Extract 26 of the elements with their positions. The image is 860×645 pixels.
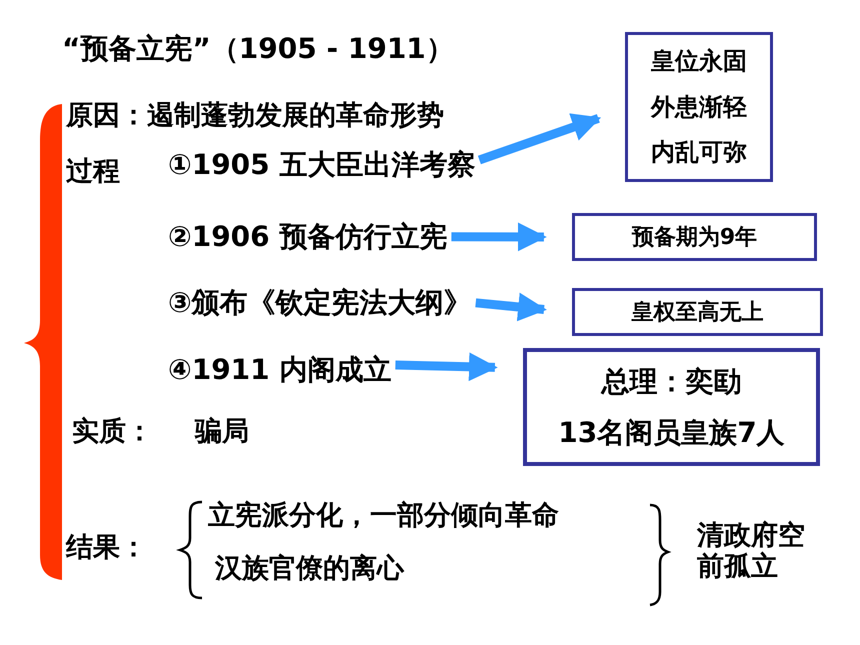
result-text: 立宪派分化，一部分倾向革命 [208, 500, 559, 532]
step-text: ③颁布《钦定宪法大纲》 [168, 286, 472, 320]
box-text: 13名阁员皇族7人 [558, 416, 785, 450]
text-box [625, 32, 773, 182]
essence-label: 实质： [72, 416, 153, 448]
conclusion-text: 清政府空前孤立 [697, 520, 806, 582]
step-text: ④1911 内阁成立 [168, 353, 392, 387]
arrow [475, 292, 547, 322]
arrow [478, 113, 602, 164]
box-text: 皇位永固 [651, 47, 747, 76]
text-box [523, 348, 820, 466]
process-label: 过程 [66, 156, 120, 188]
cause-text: 原因：遏制蓬勃发展的革命形势 [66, 100, 444, 132]
text-box: 皇权至高无上 [572, 288, 823, 336]
result-text: 汉族官僚的离心 [215, 553, 404, 586]
step-text: ①1905 五大臣出洋考察 [168, 148, 476, 182]
box-text: 外患渐轻 [651, 92, 747, 122]
box-text: 总理：奕劻 [602, 364, 742, 398]
arrow [451, 222, 547, 252]
text-box: 预备期为9年 [572, 213, 817, 261]
step-text: ②1906 预备仿行立宪 [168, 220, 448, 254]
title: “预备立宪”（1905 - 1911） [62, 32, 454, 66]
result-label: 结果： [66, 532, 147, 564]
arrow [395, 352, 498, 382]
essence-text: 骗局 [195, 416, 249, 448]
box-text: 内乱可弥 [651, 138, 747, 167]
